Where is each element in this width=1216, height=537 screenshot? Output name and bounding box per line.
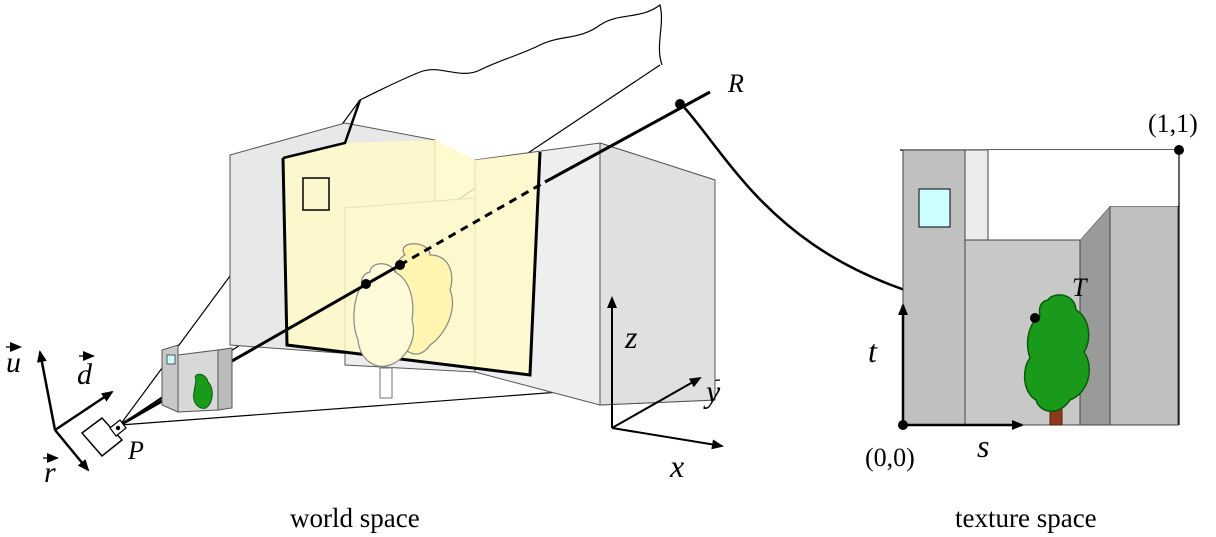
back-window — [302, 177, 330, 211]
axis-z-label: z — [624, 319, 638, 355]
point-t-dot — [1030, 313, 1040, 323]
origin-dot — [898, 420, 908, 430]
vector-d-label: d — [77, 351, 95, 391]
vector-d-arrow — [54, 390, 114, 432]
world-space-caption: world space — [290, 503, 420, 533]
origin-label: (0,0) — [865, 443, 915, 472]
vector-r-arrow — [54, 429, 90, 472]
hit-point-far — [395, 260, 405, 270]
pale-tree — [353, 243, 454, 399]
texture-window — [918, 188, 951, 228]
point-p-label: P — [127, 436, 144, 465]
texture-image — [902, 149, 1179, 426]
svg-text:u: u — [6, 346, 21, 379]
camera — [80, 416, 127, 458]
far-plane-wavy — [359, 3, 663, 101]
point-t-label: T — [1072, 273, 1088, 302]
texture-space-caption: texture space — [955, 503, 1097, 533]
axis-x-label: x — [669, 448, 684, 484]
near-plane-image — [161, 344, 233, 413]
vector-u-label: u — [6, 342, 22, 379]
vector-r-label: r — [43, 453, 59, 489]
world-axes — [607, 296, 724, 450]
hit-point-near — [361, 279, 371, 289]
axis-y-label: y — [703, 373, 721, 409]
corner-label: (1,1) — [1148, 109, 1198, 138]
point-r-label: R — [727, 69, 744, 98]
svg-text:d: d — [77, 358, 93, 391]
vector-u-arrow — [36, 350, 57, 431]
world-space-scene — [36, 3, 1034, 472]
texture-space-scene — [898, 145, 1184, 430]
axis-s-label: s — [977, 428, 989, 464]
svg-text:r: r — [44, 456, 56, 489]
corner-dot — [1174, 145, 1184, 155]
axis-t-label: t — [868, 333, 878, 369]
